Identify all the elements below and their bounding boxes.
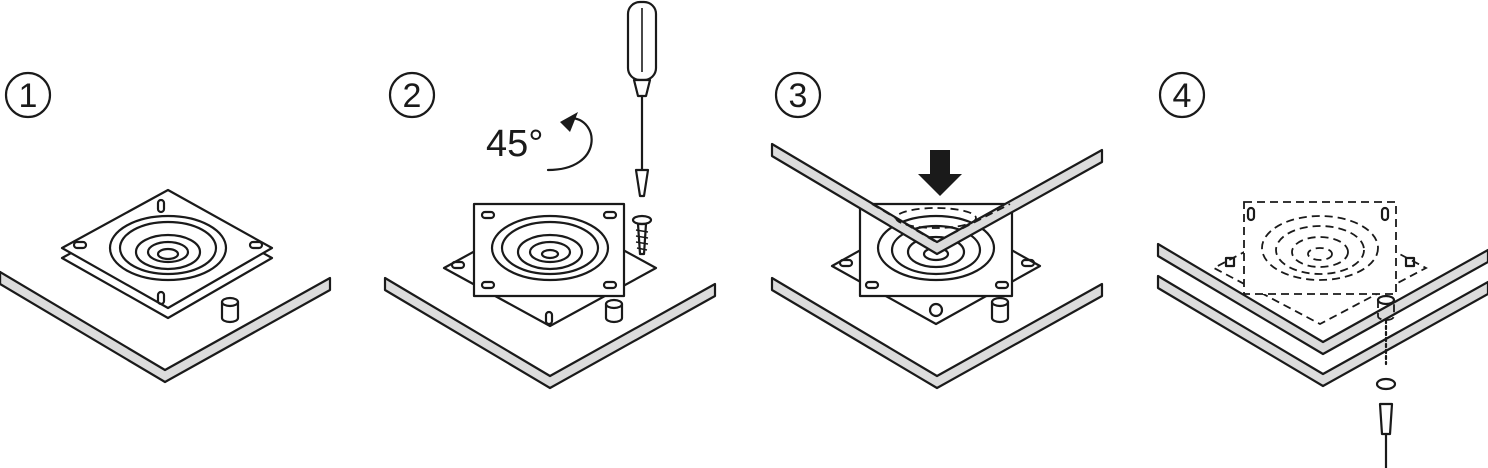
step-2-number: 2	[403, 77, 422, 115]
step-2-panel: 2 45°	[383, 0, 717, 390]
step-3-number: 3	[789, 77, 808, 115]
swivel-plate	[60, 188, 274, 320]
hidden-swivel-plate	[1212, 201, 1428, 326]
board	[0, 270, 332, 384]
screwdriver-icon	[1378, 402, 1394, 468]
step-number-circle-icon: 1	[4, 71, 52, 119]
screwdriver-icon	[626, 0, 658, 198]
dowel-icon	[1376, 294, 1396, 321]
step-1-panel: 1	[0, 71, 332, 384]
dowel-icon	[220, 296, 240, 324]
down-arrow-icon	[918, 150, 962, 196]
step-number-circle-icon: 2	[388, 71, 436, 119]
step-3-panel: 3	[770, 71, 1104, 390]
swivel-plate	[442, 202, 658, 328]
rotation-angle-label: 45°	[486, 123, 543, 165]
step-4-panel: 4	[1156, 71, 1488, 468]
step-4-number: 4	[1173, 77, 1192, 115]
board	[383, 276, 717, 390]
dowel-icon	[604, 298, 624, 324]
stacked-boards	[1156, 242, 1488, 388]
step-number-circle-icon: 3	[774, 71, 822, 119]
dowel-icon	[990, 296, 1010, 324]
step-1-number: 1	[19, 77, 38, 115]
rotate-arrow-icon	[546, 112, 593, 172]
top-panel	[770, 142, 1104, 256]
screw-icon	[631, 214, 653, 256]
step-number-circle-icon: 4	[1158, 71, 1206, 119]
lower-board	[770, 276, 1104, 390]
screw-icon	[1375, 318, 1397, 391]
